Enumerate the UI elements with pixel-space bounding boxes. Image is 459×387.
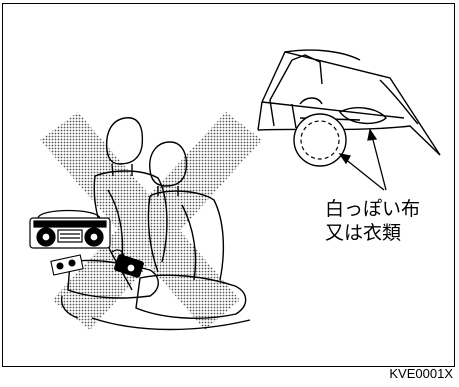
callout-line-1: 白っぽい布: [325, 198, 421, 220]
callout-line-2: 又は衣類: [325, 222, 402, 244]
camera-icon: [111, 249, 144, 278]
figure-code: KVE0001X: [389, 366, 453, 381]
callout-arrows: [338, 128, 387, 191]
dashboard-view: [257, 49, 441, 156]
callout-label: 白っぽい布 又は衣類: [325, 197, 420, 245]
right-seat: [60, 141, 251, 331]
cloth-icon: [293, 113, 347, 167]
left-seat: [67, 117, 168, 299]
radio-icon: [29, 209, 111, 249]
x-mark-icon: [40, 112, 262, 330]
figure-frame: [2, 3, 455, 367]
sunglasses-icon: [50, 254, 84, 276]
